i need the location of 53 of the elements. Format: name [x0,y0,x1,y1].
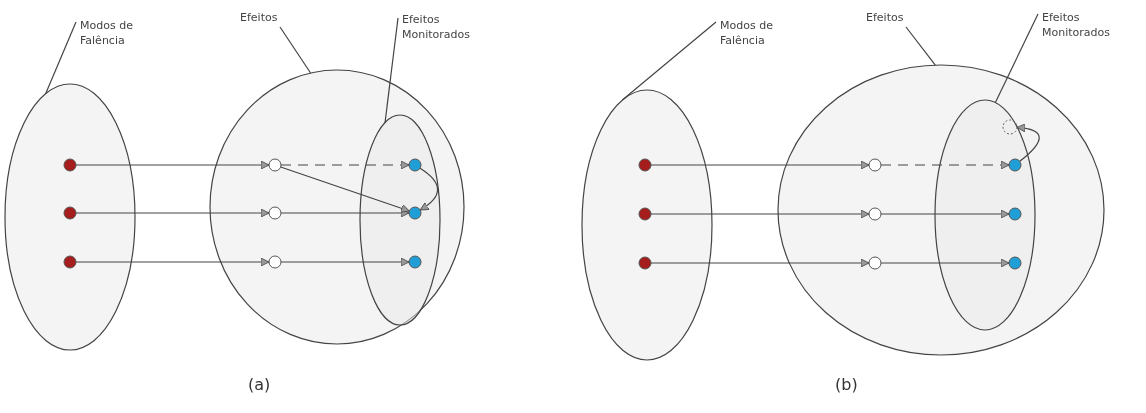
element-dot [638,207,652,221]
element-dot [63,255,77,269]
element-dot [63,206,77,220]
set-ellipse [777,64,1105,356]
set-label: Modos de Falência [720,18,790,50]
set-ellipse [4,83,136,351]
element-dot [268,206,282,220]
element-dot [1008,256,1022,270]
element-dot [868,207,882,221]
arrow [650,209,870,219]
panel-label: (a) [248,375,271,394]
curved-arrow [1016,123,1040,162]
leader-line [905,26,936,66]
set-label: Efeitos Monitorados [402,12,482,44]
element-dot [408,158,422,172]
panel-label: (b) [835,375,858,394]
arrow [880,258,1010,268]
element-dot [408,206,422,220]
arrow [280,257,410,267]
arrow [650,160,870,170]
element-dot [868,256,882,270]
arrow [650,258,870,268]
dashed-arrow [880,160,1010,170]
element-dot [638,158,652,172]
element-dot [408,255,422,269]
element-dot [268,158,282,172]
leader-line [994,13,1039,104]
dashed-arrow [280,160,410,170]
arrow [75,208,270,218]
arrow [880,209,1010,219]
element-dot [268,255,282,269]
element-dot [1008,158,1022,172]
element-dot [1008,207,1022,221]
set-ellipse [209,69,465,345]
arrow [75,160,270,170]
element-dot [868,158,882,172]
dashed-circle [1002,119,1018,135]
set-label: Modos de Falência [80,18,150,50]
set-label: Efeitos Monitorados [1042,10,1122,42]
set-label: Efeitos [866,10,916,26]
set-ellipse [581,89,713,361]
set-ellipse [934,99,1036,331]
arrow [75,257,270,267]
element-dot [638,256,652,270]
set-ellipse [359,114,441,326]
arrow [280,166,410,213]
curved-arrow [419,167,439,211]
set-label: Efeitos [240,10,290,26]
element-dot [63,158,77,172]
leader-line [622,21,717,101]
leader-line [384,17,399,124]
leader-line [45,21,77,95]
leader-line [279,26,312,74]
